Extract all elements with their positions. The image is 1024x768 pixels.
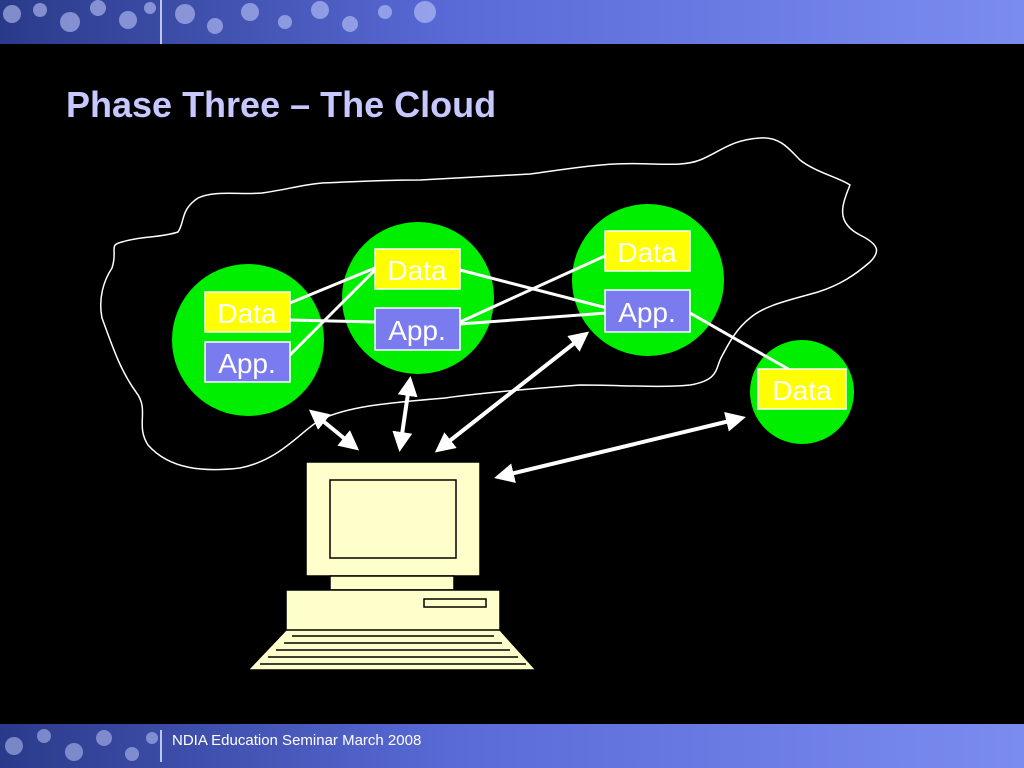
node-right-data-box xyxy=(604,230,691,272)
header-band-graphic xyxy=(0,0,1024,44)
node-outside-data-box xyxy=(757,368,847,410)
cloud-diagram: Data App. Data App. Data App. Data xyxy=(100,137,878,671)
node-right-app-label: App. xyxy=(618,297,676,328)
node-left xyxy=(172,264,324,416)
node-center-data-label: Data xyxy=(387,255,447,286)
node-center-app-label: App. xyxy=(388,315,446,346)
header-band xyxy=(0,0,1024,44)
page-title: Phase Three – The Cloud xyxy=(66,84,497,125)
node-right-data-label: Data xyxy=(617,237,677,268)
node-center-data-box xyxy=(374,248,461,290)
footer-band-graphic xyxy=(0,724,1024,768)
node-left-data-label: Data xyxy=(217,298,277,329)
node-left-data-box xyxy=(204,291,291,333)
node-center-app-box xyxy=(374,307,461,351)
node-left-app-box xyxy=(204,341,291,383)
arrow-to-node-outside xyxy=(494,412,746,483)
footer-text: NDIA Education Seminar March 2008 xyxy=(172,732,422,749)
node-right xyxy=(572,204,724,356)
computer-icon xyxy=(246,461,538,671)
footer-band xyxy=(0,724,1024,768)
node-center xyxy=(342,222,494,374)
arrow-to-node-center xyxy=(392,376,418,452)
node-right-app-box xyxy=(604,289,691,333)
arrow-to-node-left xyxy=(308,409,360,451)
arrow-to-node-right xyxy=(434,331,590,453)
node-outside-data-label: Data xyxy=(772,375,832,406)
access-arrows xyxy=(308,331,746,483)
connection-lines xyxy=(288,253,791,372)
node-left-app-label: App. xyxy=(218,348,276,379)
